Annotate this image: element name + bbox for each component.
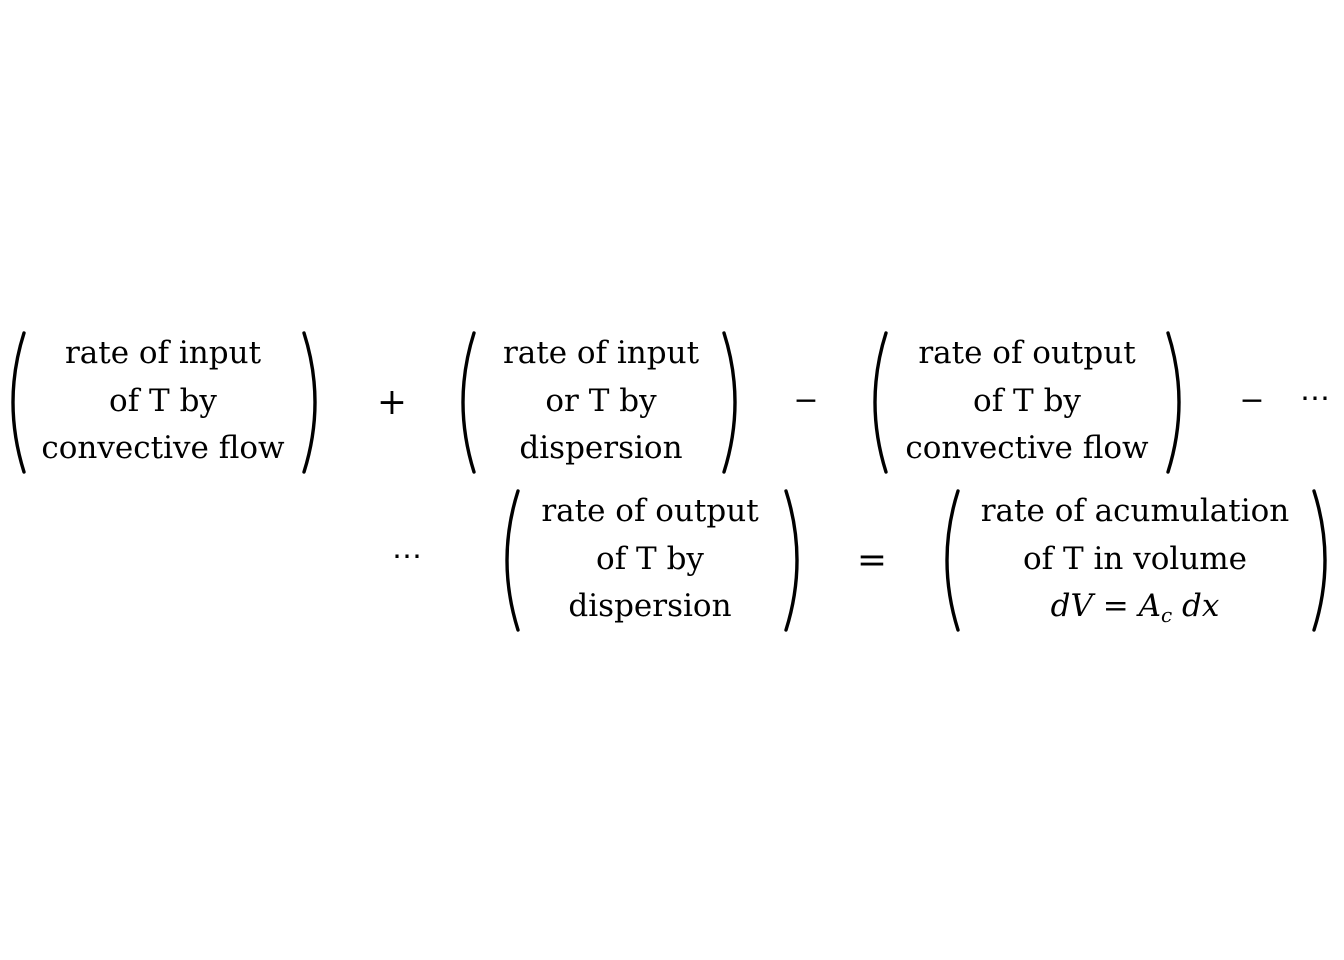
term-line: rate of input [502,335,700,371]
right-paren [1166,331,1181,474]
term-input-convective: rate of input of T by convective flow [30,330,296,473]
term-line: dispersion [568,588,732,624]
term-line: of T by [973,382,1081,419]
right-paren [1312,489,1327,632]
term-output-dispersion: rate of output of T by dispersion [520,488,780,631]
continuation-dots: ⋯ [1300,381,1334,416]
term-line: of T by [596,540,704,577]
term-line: rate of input [64,335,262,371]
volume-element-equation: dV = Ac dx [960,583,1310,631]
term-line: rate of output [918,335,1136,371]
term-output-convective: rate of output of T by convective flow [892,330,1162,473]
math-dV: dV [1050,588,1093,624]
term-line: rate of acumulation [980,493,1290,529]
right-paren [722,331,737,474]
plus-operator: + [376,382,408,423]
equals-operator: = [856,540,888,581]
continuation-dots: ⋯ [392,539,426,574]
term-accumulation: rate of acumulation of T in volume dV = … [960,488,1310,631]
term-line: rate of output [541,493,759,529]
term-line: convective flow [905,430,1149,466]
term-input-dispersion: rate of input or T by dispersion [476,330,726,473]
left-paren [945,489,960,632]
left-paren [461,331,476,474]
left-paren [505,489,520,632]
minus-operator: − [793,383,819,418]
math-subscript: c [1160,603,1173,627]
math-equals: = [1102,588,1129,624]
left-paren [873,331,888,474]
left-paren [11,331,26,474]
term-line: of T in volume [1022,540,1248,577]
term-line: dispersion [519,430,683,466]
right-paren [302,331,317,474]
term-line: or T by [545,382,657,419]
term-line: of T by [109,382,217,419]
math-dx: dx [1182,588,1220,624]
math-A: A [1138,588,1161,624]
term-line: convective flow [41,430,285,466]
right-paren [784,489,799,632]
minus-operator: − [1239,383,1265,418]
